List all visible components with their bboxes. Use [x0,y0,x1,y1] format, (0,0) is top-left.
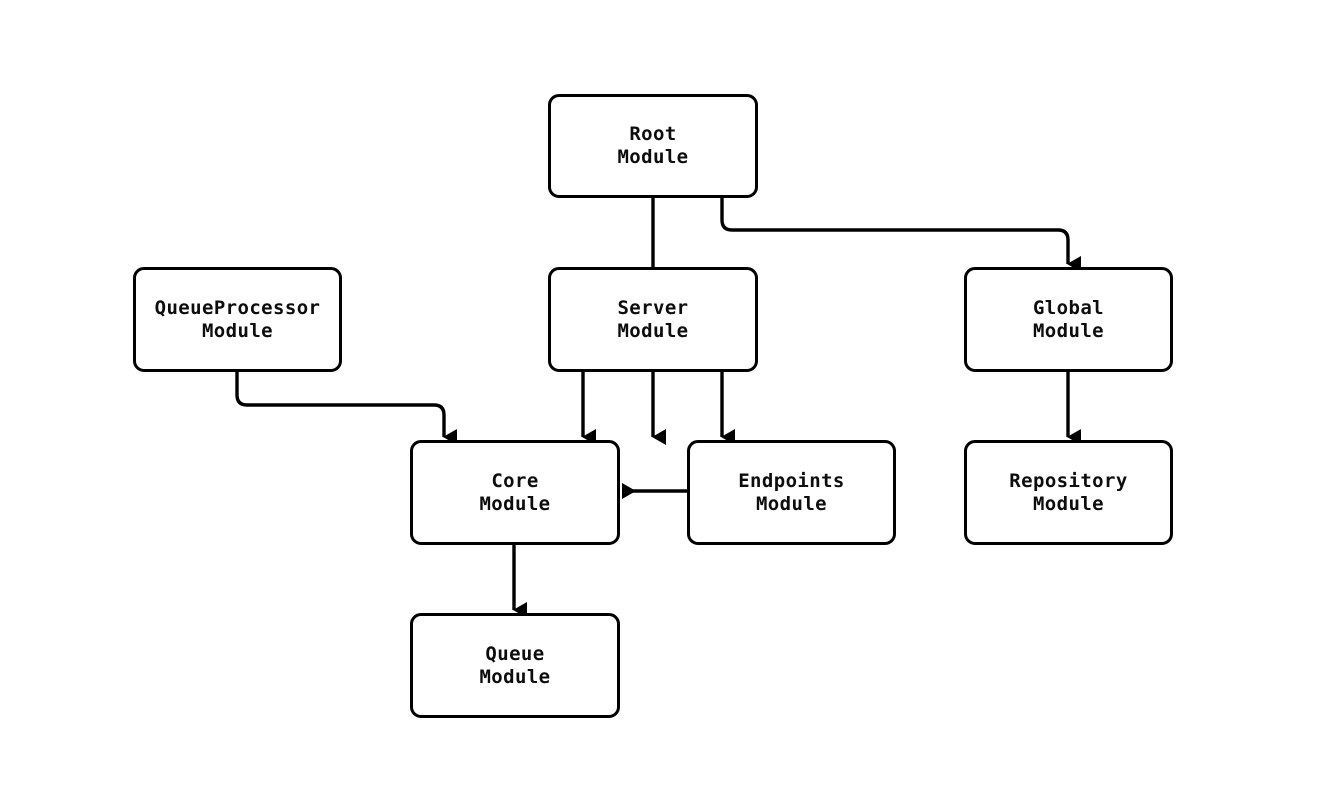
node-queue-module-label-line1: Queue [485,642,545,665]
node-root-module-label-line1: Root [629,123,677,145]
node-core-module[interactable]: Core Module [410,440,620,545]
node-repository-module-label-line2: Module [1032,492,1105,515]
node-root-module[interactable]: Root Module [548,94,758,198]
node-queue-module[interactable]: Queue Module [410,613,620,718]
node-core-module-label-line2: Module [479,492,551,515]
edge-queueprocessor-to-core [235,372,457,445]
node-endpoints-module-label-line2: Module [755,492,828,515]
node-endpoints-module-label-line1: Endpoints [738,469,845,492]
node-queueprocessor-module[interactable]: QueueProcessor Module [133,267,342,372]
node-root-module-label-line2: Module [617,146,689,168]
node-queueprocessor-module-label-line2: Module [201,319,274,342]
node-queue-module-label-line2: Module [479,665,551,688]
node-global-module[interactable]: Global Module [964,267,1173,372]
node-server-module-label-line2: Module [617,319,689,342]
node-server-module-label-line1: Server [617,296,689,319]
edge-root-to-global [720,198,1081,272]
node-repository-module-label-line1: Repository [1009,469,1128,492]
node-server-module[interactable]: Server Module [548,267,758,372]
node-queueprocessor-module-label-line1: QueueProcessor [154,296,321,319]
node-core-module-label-line1: Core [491,469,539,492]
node-global-module-label-line2: Module [1032,319,1105,342]
node-endpoints-module[interactable]: Endpoints Module [687,440,896,545]
node-repository-module[interactable]: Repository Module [964,440,1173,545]
node-global-module-label-line1: Global [1032,296,1105,319]
